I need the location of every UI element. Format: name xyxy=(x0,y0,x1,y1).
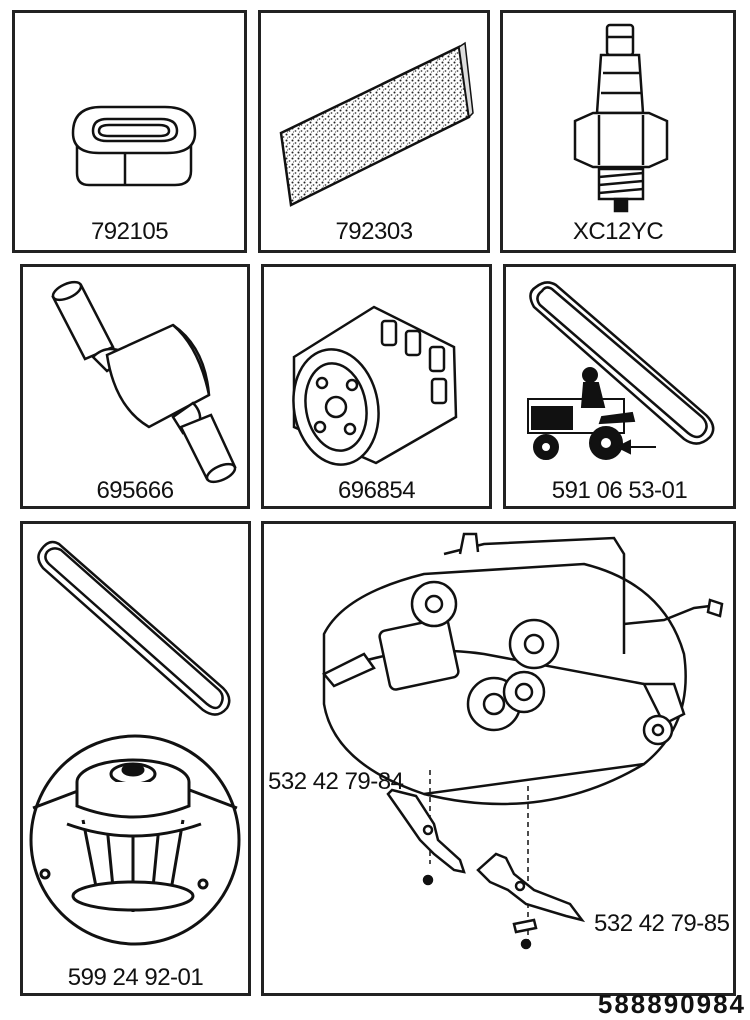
panel-mower-deck: 532 42 79-84 532 42 79-85 xyxy=(261,521,736,996)
panel-spark-plug: XC12YC xyxy=(500,10,736,253)
part-number-label: 599 24 92-01 xyxy=(67,964,204,991)
part-number-label: XC12YC xyxy=(572,218,664,245)
blade-right-part-number: 532 42 79-85 xyxy=(594,910,730,937)
blade-right-icon xyxy=(476,852,586,950)
part-number-label: 591 06 53-01 xyxy=(551,477,688,504)
panel-fuel-filter: 695666 xyxy=(20,264,250,509)
foam-prefilter-icon xyxy=(279,41,474,207)
part-number-label: 792303 xyxy=(335,218,413,245)
panel-air-filter: 792105 xyxy=(12,10,247,253)
fuel-filter-icon xyxy=(51,280,237,484)
document-code: 588890984 xyxy=(597,989,746,1019)
air-filter-icon xyxy=(71,105,197,187)
deck-belt-icon xyxy=(29,540,241,946)
panel-pre-filter: 792303 xyxy=(258,10,490,253)
blade-left-icon xyxy=(386,788,466,886)
pulley-icon xyxy=(29,734,241,946)
mower-deck-icon xyxy=(322,532,724,950)
drive-belt-icon xyxy=(527,281,715,460)
part-number-label: 696854 xyxy=(337,477,416,504)
part-number-label: 792105 xyxy=(90,218,169,245)
arrow-left-icon xyxy=(615,439,656,455)
panel-oil-filter: 696854 xyxy=(261,264,492,509)
spark-plug-icon xyxy=(573,23,669,213)
part-number-label: 695666 xyxy=(96,477,174,504)
oil-filter-icon xyxy=(292,305,458,466)
blade-left-part-number: 532 42 79-84 xyxy=(268,768,404,795)
riding-mower-icon xyxy=(527,367,636,460)
panel-drive-belt: 591 06 53-01 xyxy=(503,264,736,509)
panel-deck-belt-pulley: 599 24 92-01 xyxy=(20,521,251,996)
